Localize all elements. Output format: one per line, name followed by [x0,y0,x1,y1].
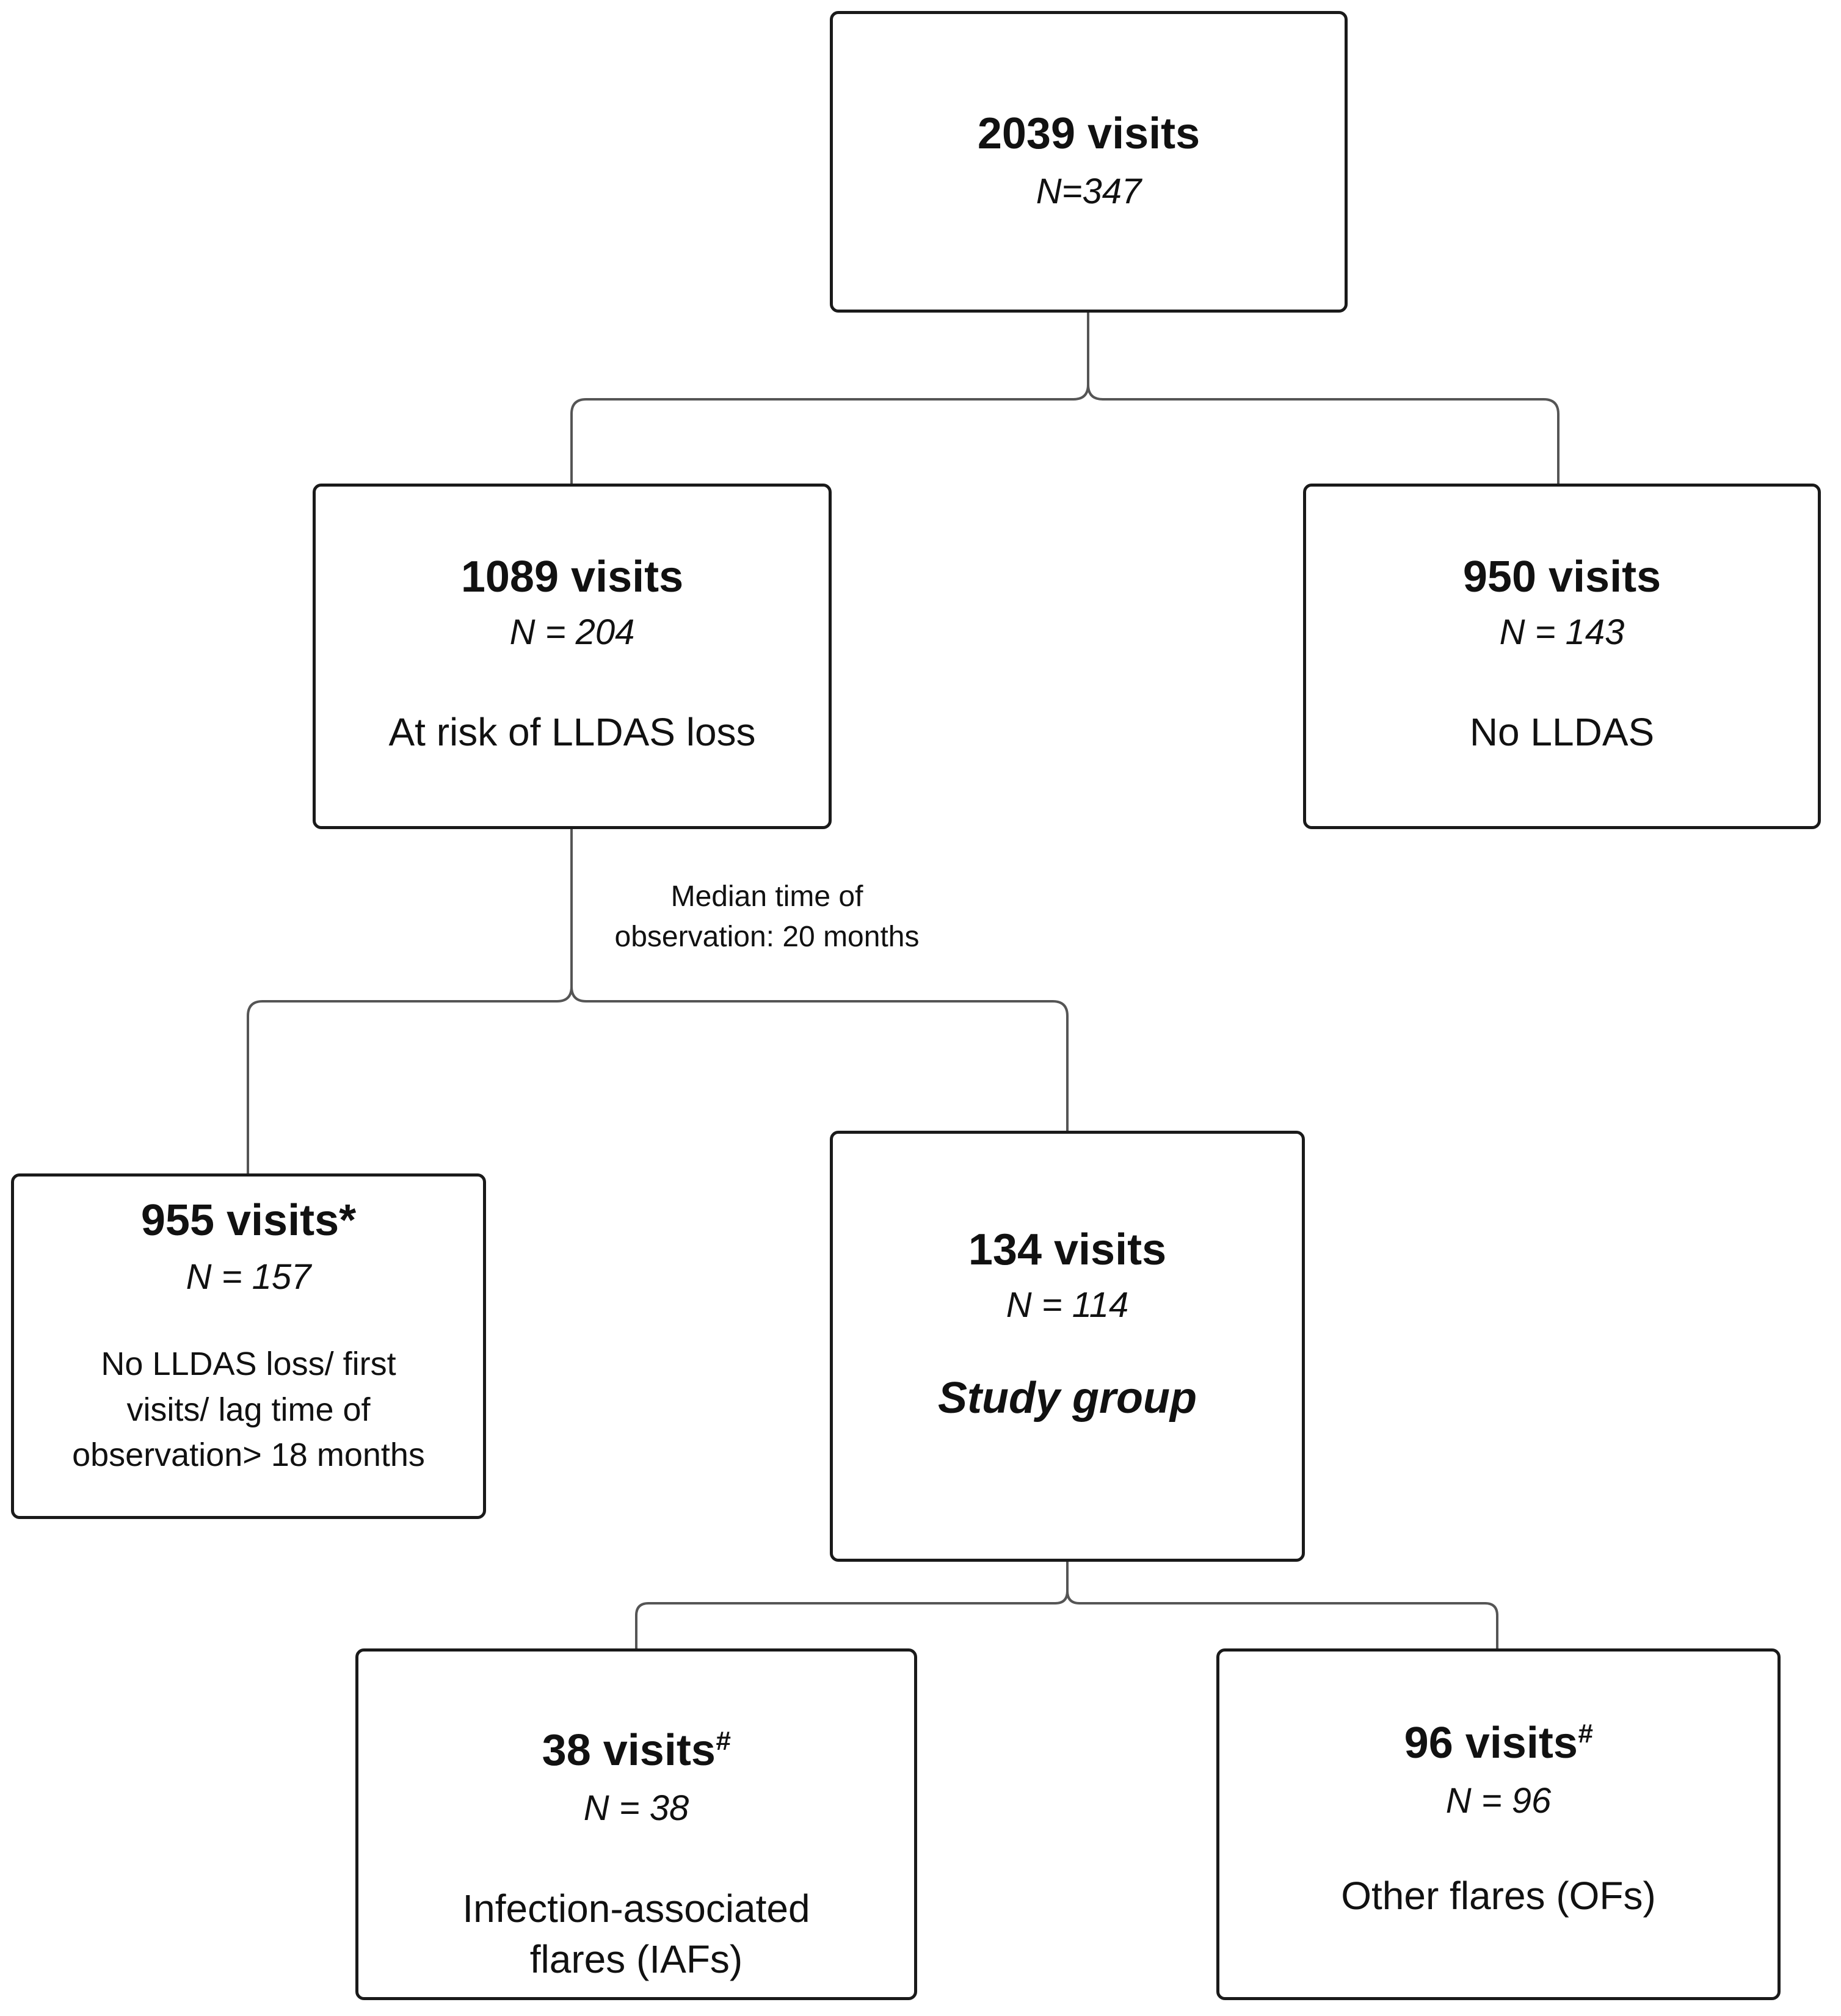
edge-label-line-2: observation: 20 months [614,921,920,953]
node-iaf-desc-line-1: Infection-associated [462,1887,810,1931]
edge-label-line-1: Median time of [670,880,863,913]
node-excluded-desc-line-1: No LLDAS loss/ first [101,1346,396,1382]
node-excluded-desc-line-3: observation> 18 months [72,1437,425,1474]
node-no-lldas: 950 visits N = 143 No LLDAS [1303,484,1821,829]
edge-study-of [1066,1590,1498,1648]
node-study-group-n: N = 114 [1006,1285,1129,1325]
node-iaf-title: 38 visits# [358,1726,914,1775]
node-of-n: N = 96 [1445,1781,1552,1821]
node-excluded: 955 visits* N = 157 No LLDAS loss/ first… [11,1173,486,1519]
edge-risk-study [570,986,1069,1131]
node-iaf-desc-line-2: flares (IAFs) [529,1937,743,1982]
node-of-title-text: 96 visits [1404,1719,1578,1768]
node-of: 96 visits# N = 96 Other flares (OFs) [1216,1648,1781,2000]
node-excluded-desc: No LLDAS loss/ first visits/ lag time of… [14,1341,483,1478]
node-root-title: 2039 visits [977,109,1200,158]
edge-risk-split [247,829,573,1173]
edge-root-split [570,313,1089,484]
node-of-title: 96 visits# [1219,1719,1777,1768]
node-no-lldas-desc: No LLDAS [1469,710,1655,754]
edge-root-nolldas [1087,384,1560,484]
node-at-risk-n: N = 204 [509,612,635,652]
node-excluded-title: 955 visits* [140,1196,357,1245]
node-study-group-title: 134 visits [968,1225,1167,1274]
edge-label-median-time: Median time of observation: 20 months [578,877,956,957]
node-of-desc: Other flares (OFs) [1341,1874,1656,1918]
node-iaf: 38 visits# N = 38 Infection-associated f… [355,1648,917,2000]
node-root: 2039 visits N=347 [830,11,1348,313]
node-excluded-desc-line-2: visits/ lag time of [126,1391,371,1428]
node-root-n: N=347 [1036,172,1142,211]
node-at-risk: 1089 visits N = 204 At risk of LLDAS los… [313,484,832,829]
node-iaf-desc: Infection-associated flares (IAFs) [358,1884,914,1985]
node-iaf-n: N = 38 [583,1788,689,1828]
node-excluded-n: N = 157 [186,1257,311,1297]
node-of-title-sup: # [1577,1719,1593,1749]
node-no-lldas-title: 950 visits [1462,553,1661,601]
node-study-group-desc: Study group [938,1374,1197,1423]
node-at-risk-title: 1089 visits [460,553,684,601]
node-at-risk-desc: At risk of LLDAS loss [388,710,756,754]
node-no-lldas-n: N = 143 [1499,612,1625,652]
node-iaf-title-text: 38 visits [542,1726,716,1775]
node-iaf-title-sup: # [715,1726,731,1756]
edge-study-split [635,1562,1069,1648]
node-study-group: 134 visits N = 114 Study group [830,1131,1305,1562]
